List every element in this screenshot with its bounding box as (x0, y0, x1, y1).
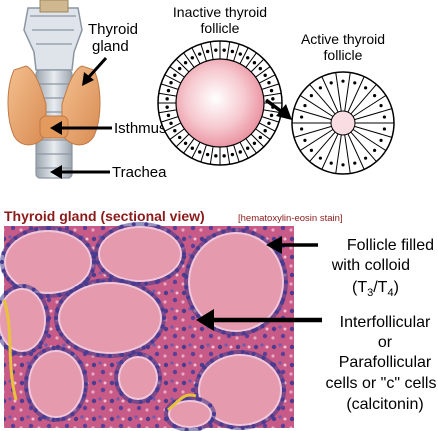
arrow-thyroid-gland (82, 56, 108, 86)
label-isthmus: Isthmus (114, 120, 167, 137)
arrow-inactive-to-active (264, 98, 292, 120)
cells-label-line1: Interfollicular (340, 314, 431, 331)
cells-label-line3: Parafollicular (339, 354, 432, 371)
label-active-line1: Active thyroid (301, 31, 385, 47)
thyroid-left-lobe (7, 65, 47, 146)
arrow-interfollicular (196, 309, 322, 331)
active-follicle (291, 71, 395, 175)
follicle-label-line3: (T3/T4) (352, 279, 399, 299)
label-thyroid-gland-line2: gland (92, 38, 129, 55)
stain-note: [hematoxylin-eosin stain] (238, 213, 343, 224)
thyroid-right-lobe (61, 65, 101, 146)
arrow-isthmus (50, 121, 112, 135)
follicle-label-line1: Follicle filled (347, 237, 434, 254)
inactive-follicle (157, 40, 283, 166)
label-active-line2: follicle (324, 47, 363, 63)
label-trachea: Trachea (112, 164, 167, 181)
larynx (23, 7, 83, 71)
arrow-trachea (50, 165, 110, 179)
micrograph-title: Thyroid gland (sectional view) (4, 208, 205, 224)
cells-label-line4: cells or "c" cells (326, 375, 437, 392)
arrow-follicle (266, 236, 318, 254)
label-inactive-line1: Inactive thyroid (173, 4, 267, 20)
micrograph-image (0, 222, 294, 431)
cells-label-line2: or (378, 334, 393, 351)
follicle-label-line2: with colloid (331, 257, 410, 274)
thyroid-gland-illustration (7, 0, 101, 179)
label-thyroid-gland-line1: Thyroid (88, 21, 138, 38)
label-inactive-line2: follicle (201, 20, 240, 36)
cells-label-line5: (calcitonin) (346, 396, 423, 413)
